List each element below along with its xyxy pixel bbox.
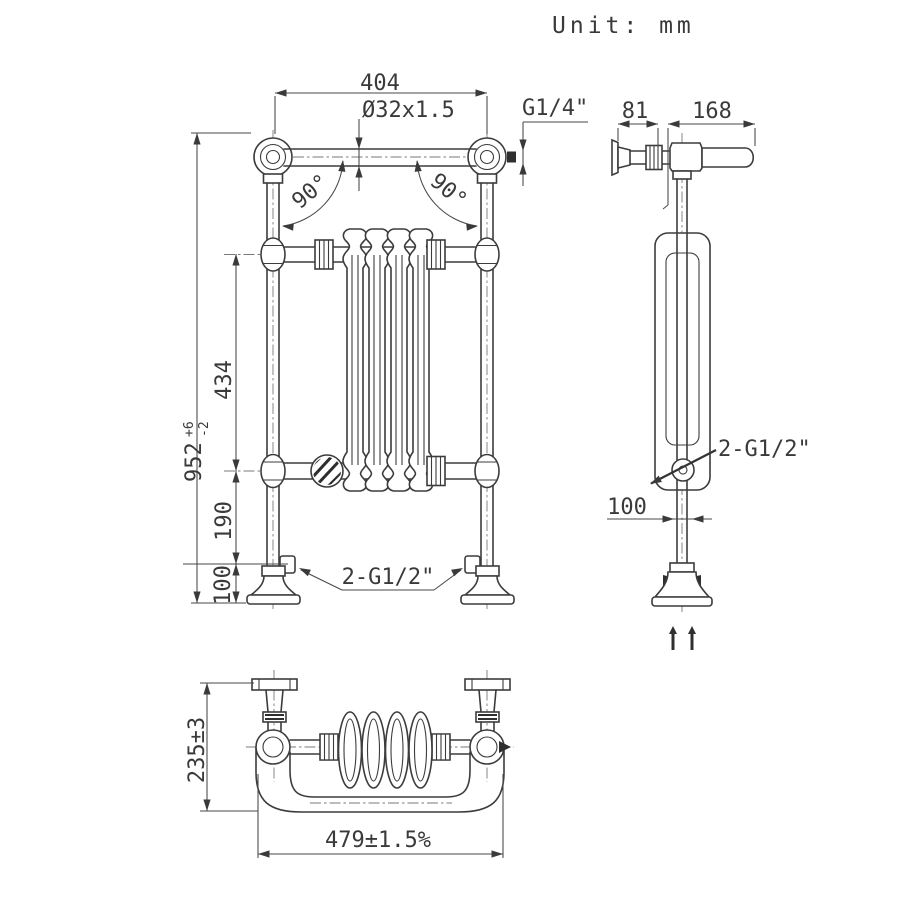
width-dim-label: 479±1.5% <box>325 828 431 853</box>
vent-plug-top <box>499 741 511 753</box>
rail-to-inlet-label: 190 <box>212 501 237 541</box>
side-inlet-thread-label: 2-G1/2" <box>718 437 811 462</box>
overall-depth-label: 168 <box>692 99 732 124</box>
radiator-height-label: 434 <box>212 360 237 400</box>
side-radiator-profile <box>654 232 711 491</box>
depth-dim-label: 235±3 <box>185 717 210 783</box>
air-vent-plug <box>507 151 516 163</box>
front-top-rail <box>259 143 501 171</box>
side-foot <box>651 562 713 650</box>
ball-valve <box>310 454 344 488</box>
radiator-columns <box>342 228 434 492</box>
overall-height-tol-lower: -2 <box>197 421 212 437</box>
top-radiator-sections <box>319 711 451 789</box>
top-elbows <box>255 729 511 765</box>
front-feet <box>246 565 515 605</box>
side-inlet-fitting <box>648 449 717 488</box>
angle-right-label: 90° <box>425 169 472 214</box>
side-wall-bracket <box>611 138 673 177</box>
front-centerlines <box>224 130 506 612</box>
overall-height-label: 952 <box>182 442 207 482</box>
overall-height-dim: 952 +6 -2 <box>182 421 212 482</box>
inlet-to-floor-label: 100 <box>211 565 236 605</box>
vent-thread-label: G1/4" <box>522 96 588 121</box>
anchor-bolt-icon <box>688 626 696 650</box>
angle-left-label: 90° <box>288 170 335 215</box>
dim-top-width-label: 404 <box>360 71 400 96</box>
side-post <box>676 178 688 573</box>
side-dimensions <box>607 120 756 523</box>
front-dimensions <box>183 89 588 604</box>
top-wall-brackets <box>251 678 511 732</box>
anchor-bolt-icon <box>669 626 677 650</box>
top-dimensions <box>200 682 504 858</box>
front-view: 404 Ø32x1.5 G1/4" 90° 90° 952 +6 -2 434 … <box>182 71 588 612</box>
front-top-elbows <box>253 137 507 177</box>
inlet-offset-label: 100 <box>607 495 647 520</box>
top-view: 235±3 479±1.5% <box>185 670 514 858</box>
overall-height-tol-upper: +6 <box>182 421 197 437</box>
front-inlet-thread-label: 2-G1/2" <box>342 565 435 590</box>
bracket-depth-label: 81 <box>622 99 649 124</box>
tube-spec-label: Ø32x1.5 <box>362 98 455 123</box>
side-top-rail <box>669 142 755 180</box>
side-view: 81 168 2-G1/2" 100 <box>607 99 811 650</box>
side-radiator-inner <box>665 252 700 446</box>
unit-note: Unit: mm <box>552 13 695 39</box>
